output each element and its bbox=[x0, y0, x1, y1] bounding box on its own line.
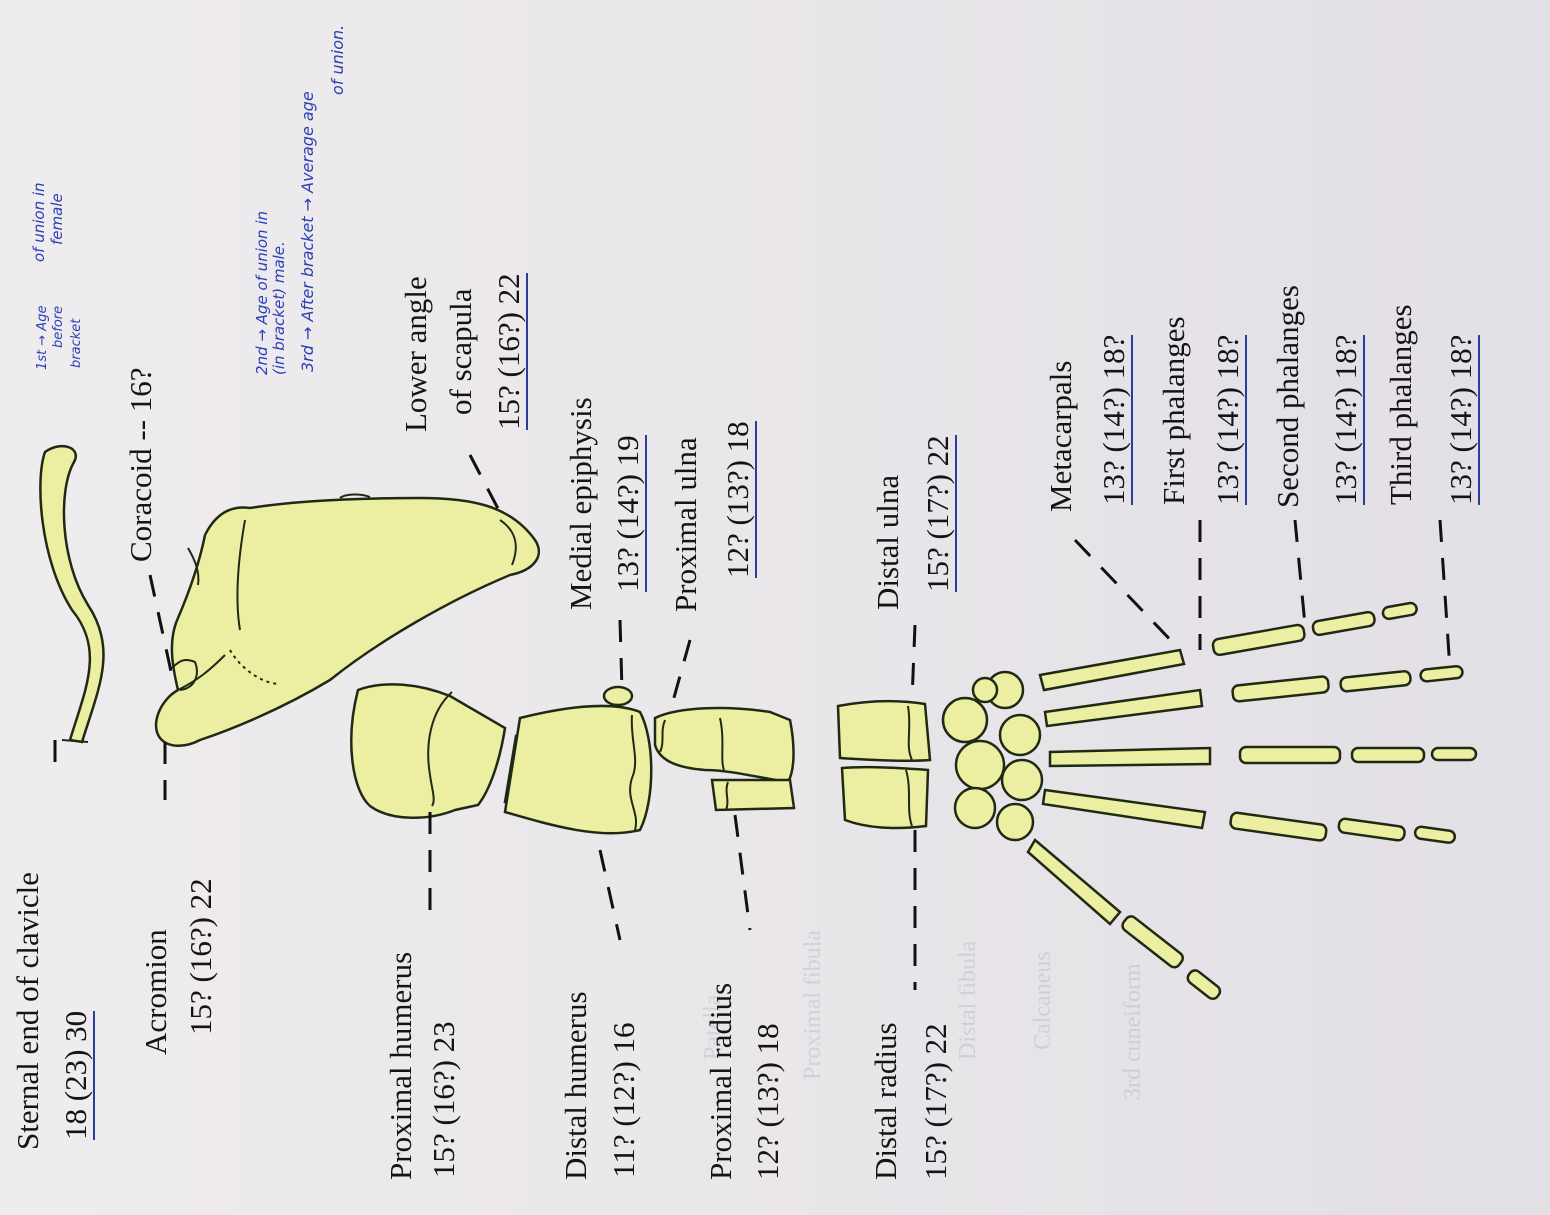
note-line: of union. bbox=[330, 25, 347, 95]
note-line: 2nd → Age of union in bbox=[255, 211, 271, 375]
label-name: Proximal humerus bbox=[385, 952, 416, 1180]
label-name: Sternal end of clavicle bbox=[12, 872, 43, 1150]
carpal-bones bbox=[943, 672, 1042, 840]
note-line: before bbox=[52, 306, 66, 348]
label-age: 13? (14?) 19 bbox=[612, 435, 647, 592]
note-line: 1st → Age bbox=[36, 306, 50, 370]
label-name: Third phalanges bbox=[1385, 304, 1416, 505]
label-name: Distal humerus bbox=[560, 991, 591, 1180]
note-line: of union in bbox=[32, 182, 48, 262]
humerus-proximal-bone bbox=[351, 684, 505, 817]
label-age: 15? (16?) 22 bbox=[185, 878, 216, 1035]
note-line: female bbox=[50, 193, 66, 245]
label-coracoid: Coracoid -- 16? bbox=[125, 367, 156, 562]
label-age: 13? (14?) 18? bbox=[1445, 335, 1480, 505]
label-name: First phalanges bbox=[1158, 316, 1189, 505]
label-name: Distal radius bbox=[870, 1022, 901, 1180]
label-name: Proximal ulna bbox=[670, 437, 701, 612]
label-name: Acromion bbox=[140, 929, 171, 1055]
label-age: 15? (16?) 23 bbox=[428, 1021, 459, 1178]
humerus-distal-bone bbox=[505, 687, 651, 833]
note-line: 3rd → After bracket → Average age bbox=[300, 91, 317, 372]
label-name: Proximal radius bbox=[705, 983, 736, 1180]
label-name: Medial epiphysis bbox=[565, 397, 596, 610]
hand-bones bbox=[1028, 602, 1476, 1001]
forearm-distal-bones bbox=[838, 701, 930, 828]
label-name: Distal ulna bbox=[872, 475, 903, 610]
label-age: 13? (14?) 18? bbox=[1330, 335, 1365, 505]
label-age: 15? (17?) 22 bbox=[920, 1023, 951, 1180]
label-age: 15? (17?) 22 bbox=[922, 435, 957, 592]
scapula-bone bbox=[156, 494, 539, 745]
label-age: 15? (16?) 22 bbox=[493, 273, 528, 430]
label-age: 11? (12?) 16 bbox=[608, 1022, 639, 1178]
clavicle-bone bbox=[40, 446, 103, 742]
label-name: Metacarpals bbox=[1045, 361, 1076, 512]
label-age: 13? (14?) 18? bbox=[1098, 335, 1133, 505]
label-age: 12? (13?) 18 bbox=[722, 421, 757, 578]
forearm-proximal-bones bbox=[655, 708, 794, 810]
label-age: 12? (13?) 18 bbox=[752, 1023, 783, 1180]
label-name: Second phalanges bbox=[1272, 285, 1303, 508]
note-line: bracket bbox=[70, 319, 84, 368]
label-name-line2: of scapula bbox=[445, 288, 476, 415]
label-age: 13? (14?) 18? bbox=[1212, 335, 1247, 505]
note-line: (in bracket) male. bbox=[272, 241, 288, 375]
label-name-line1: Lower angle bbox=[400, 276, 431, 432]
label-age: 18 (23) 30 bbox=[60, 1011, 95, 1140]
